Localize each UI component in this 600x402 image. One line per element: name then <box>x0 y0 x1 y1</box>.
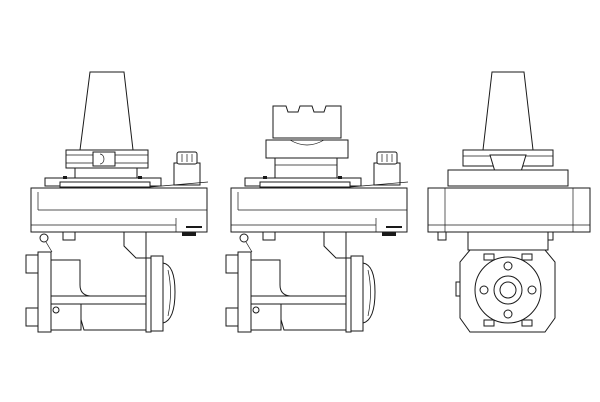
taper-cone <box>79 71 134 151</box>
hsk-shank <box>272 105 342 139</box>
front-taper-cone <box>482 71 534 151</box>
front-view <box>427 71 591 333</box>
hsk-flange <box>265 139 349 159</box>
side-view-hsk <box>225 105 409 333</box>
side-view-taper <box>25 71 209 333</box>
spindle-bore <box>499 281 517 299</box>
